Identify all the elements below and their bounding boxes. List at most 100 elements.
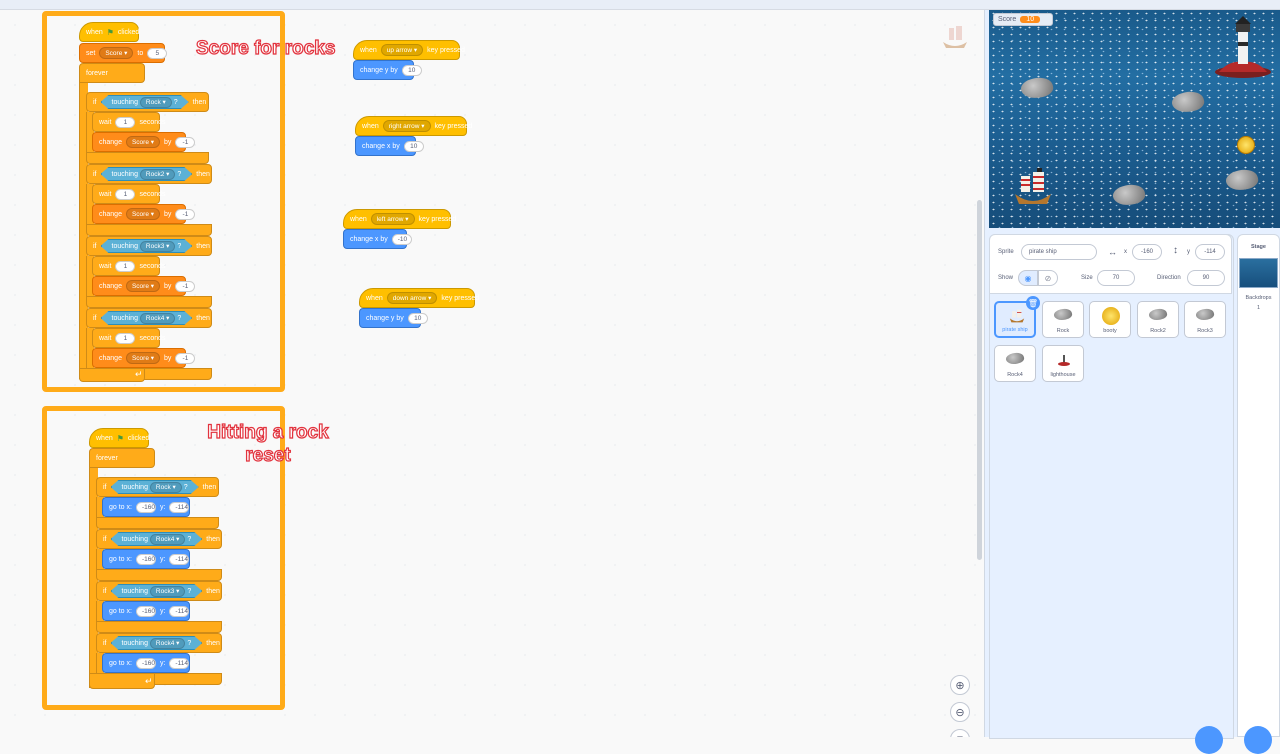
change-amount-input[interactable]: -10 [391,233,412,245]
score-variable-dropdown[interactable]: Score ▾ [125,208,161,220]
go-to-xy-block-2[interactable]: go to x: -160 y: -114 [102,549,190,569]
when-key-pressed-block-up[interactable]: when up arrow ▾ key pressed [353,40,465,60]
goto-x-input[interactable]: -160 [135,553,156,565]
when-flag-clicked-block[interactable]: when ⚑ clicked [89,428,149,448]
booty-sprite[interactable] [1237,136,1255,154]
sprite-tile-lighthouse[interactable]: lighthouse [1042,345,1084,382]
goto-x-input[interactable]: -160 [135,501,156,513]
score-variable-dropdown[interactable]: Score ▾ [125,352,161,364]
sprite-tile-rock3[interactable]: Rock3 [1184,301,1226,338]
if-touching-block-1[interactable]: if touching Rock ▾ ? then [86,92,209,112]
stage-canvas[interactable] [989,10,1280,228]
touching-sensing[interactable]: touching Rock4 ▾ ? [111,636,203,650]
wait-block-4[interactable]: wait 1 seconds [92,328,166,348]
sprite-name-input[interactable]: pirate ship [1021,244,1097,260]
touching-sensing[interactable]: touching Rock ▾ ? [101,95,189,109]
sprite-tile-rock[interactable]: Rock [1042,301,1084,338]
if-touching-reset-3[interactable]: if touching Rock3 ▾ ? then [96,581,222,601]
size-input[interactable]: 70 [1097,270,1135,286]
zoom-in-button[interactable]: ⊕ [950,675,970,695]
if-touching-reset-2[interactable]: if touching Rock4 ▾ ? then [96,529,222,549]
direction-input[interactable]: 90 [1187,270,1225,286]
if-touching-reset-4[interactable]: if touching Rock4 ▾ ? then [96,633,222,653]
delete-sprite-button[interactable]: 🗑 [1026,296,1040,310]
if-touching-block-3[interactable]: if touching Rock3 ▾ ? then [86,236,212,256]
x-position-input[interactable]: -160 [1132,244,1162,260]
touching-dropdown[interactable]: Rock ▾ [140,97,172,108]
go-to-xy-block-4[interactable]: go to x: -160 y: -114 [102,653,190,673]
change-amount-input[interactable]: 10 [407,312,428,324]
wait-value-input[interactable]: 1 [115,332,136,344]
code-workspace[interactable]: Score for rocks Hitting a rock reset whe… [0,10,984,737]
touching-dropdown[interactable]: Rock3 ▾ [150,586,186,597]
change-x-block-left[interactable]: change x by -10 [343,229,412,249]
wait-value-input[interactable]: 1 [115,260,136,272]
touching-sensing[interactable]: touching Rock3 ▾ ? [111,584,203,598]
score-variable-dropdown[interactable]: Score ▾ [125,280,161,292]
pirate-ship-sprite[interactable] [1013,168,1053,208]
workspace-scrollbar[interactable] [977,200,982,560]
if-touching-block-2[interactable]: if touching Rock2 ▾ ? then [86,164,212,184]
key-dropdown[interactable]: left arrow ▾ [370,213,415,225]
y-position-input[interactable]: -114 [1195,244,1225,260]
change-score-block-4[interactable]: change Score ▾ by -1 [92,348,196,368]
if-touching-reset-1[interactable]: if touching Rock ▾ ? then [96,477,219,497]
goto-x-input[interactable]: -160 [135,605,156,617]
goto-y-input[interactable]: -114 [169,501,190,513]
when-flag-clicked-block[interactable]: when ⚑ clicked [79,22,139,42]
when-key-pressed-block-right[interactable]: when right arrow ▾ key pressed [355,116,472,136]
forever-block[interactable]: forever [79,63,145,83]
touching-sensing[interactable]: touching Rock3 ▾ ? [101,239,193,253]
wait-block-2[interactable]: wait 1 seconds [92,184,166,204]
change-value-input[interactable]: -1 [175,280,196,292]
forever-block[interactable]: forever [89,448,155,468]
change-score-block-2[interactable]: change Score ▾ by -1 [92,204,196,224]
when-key-pressed-block-left[interactable]: when left arrow ▾ key pressed [343,209,456,229]
touching-sensing[interactable]: touching Rock ▾ ? [111,480,199,494]
go-to-xy-block-1[interactable]: go to x: -160 y: -114 [102,497,190,517]
choose-backdrop-button[interactable] [1244,726,1272,754]
lighthouse-sprite[interactable] [1211,14,1271,78]
when-key-pressed-block-down[interactable]: when down arrow ▾ key pressed [359,288,479,308]
show-hidden-toggle[interactable]: ⊘ [1038,270,1058,286]
change-score-block-3[interactable]: change Score ▾ by -1 [92,276,196,296]
touching-dropdown[interactable]: Rock ▾ [150,482,182,493]
change-x-block-right[interactable]: change x by 10 [355,136,424,156]
zoom-out-button[interactable]: ⊖ [950,702,970,722]
goto-y-input[interactable]: -114 [169,657,190,669]
touching-sensing[interactable]: touching Rock4 ▾ ? [101,311,193,325]
touching-sensing[interactable]: touching Rock4 ▾ ? [111,532,203,546]
change-value-input[interactable]: -1 [175,352,196,364]
touching-sensing[interactable]: touching Rock2 ▾ ? [101,167,193,181]
score-variable-dropdown[interactable]: Score ▾ [125,136,161,148]
touching-dropdown[interactable]: Rock4 ▾ [150,638,186,649]
key-dropdown[interactable]: down arrow ▾ [386,292,438,304]
zoom-reset-button[interactable]: = [950,729,970,737]
go-to-xy-block-3[interactable]: go to x: -160 y: -114 [102,601,190,621]
set-value-input[interactable]: 5 [147,47,168,59]
show-visible-toggle[interactable]: ◉ [1018,270,1038,286]
goto-y-input[interactable]: -114 [169,605,190,617]
stage-thumbnail[interactable] [1239,258,1278,288]
sprite-tile-rock4[interactable]: Rock4 [994,345,1036,382]
touching-dropdown[interactable]: Rock4 ▾ [140,313,176,324]
change-y-block-down[interactable]: change y by 10 [359,308,428,328]
if-touching-block-4[interactable]: if touching Rock4 ▾ ? then [86,308,212,328]
wait-block-1[interactable]: wait 1 seconds [92,112,166,132]
sprite-tile-rock2[interactable]: Rock2 [1137,301,1179,338]
sprite-tile-booty[interactable]: booty [1089,301,1131,338]
change-value-input[interactable]: -1 [175,136,196,148]
wait-block-3[interactable]: wait 1 seconds [92,256,166,276]
choose-sprite-button[interactable] [1195,726,1223,754]
touching-dropdown[interactable]: Rock4 ▾ [150,534,186,545]
key-dropdown[interactable]: right arrow ▾ [382,120,431,132]
key-dropdown[interactable]: up arrow ▾ [380,44,424,56]
goto-x-input[interactable]: -160 [135,657,156,669]
change-amount-input[interactable]: 10 [403,140,424,152]
change-score-block-1[interactable]: change Score ▾ by -1 [92,132,196,152]
change-value-input[interactable]: -1 [175,208,196,220]
touching-dropdown[interactable]: Rock2 ▾ [140,169,176,180]
change-y-block-up[interactable]: change y by 10 [353,60,422,80]
change-amount-input[interactable]: 10 [401,64,422,76]
goto-y-input[interactable]: -114 [169,553,190,565]
